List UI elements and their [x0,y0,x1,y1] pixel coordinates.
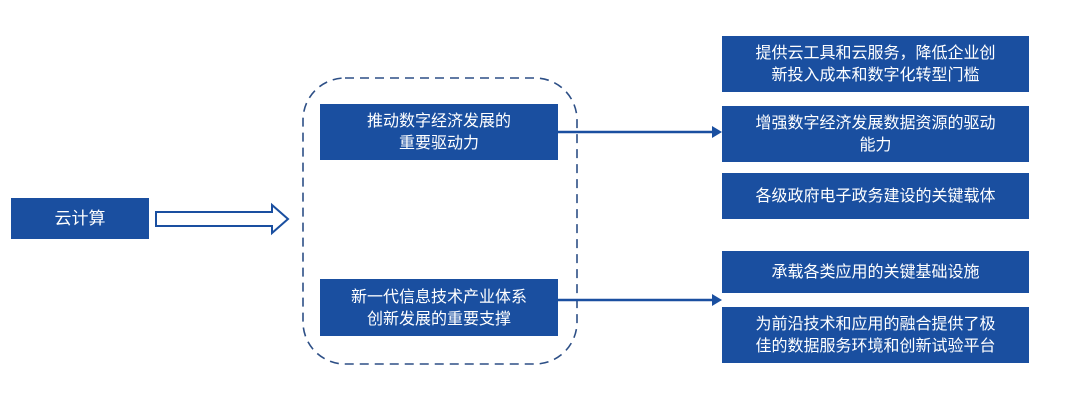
middle-box-1-line1: 推动数字经济发展的 [366,111,511,130]
right-box-5-line2: 佳的数据服务环境和创新试验平台 [755,336,996,355]
top-connector-arrowhead-icon [712,126,722,138]
right-box-3-line1: 各级政府电子政务建设的关键载体 [755,186,996,205]
middle-box-1-line2: 重要驱动力 [398,133,479,152]
right-box-5: 为前沿技术和应用的融合提供了极 佳的数据服务环境和创新试验平台 [722,307,1029,363]
right-box-1: 提供云工具和云服务，降低企业创 新投入成本和数字化转型门槛 [722,36,1029,92]
right-box-2: 增强数字经济发展数据资源的驱动 能力 [722,106,1029,162]
source-label: 云计算 [54,208,106,229]
middle-box-2-line1: 新一代信息技术产业体系 [350,286,527,306]
middle-box-2: 新一代信息技术产业体系 创新发展的重要支撑 [320,279,558,336]
right-box-2-line1: 增强数字经济发展数据资源的驱动 [755,113,996,132]
bottom-connector-arrowhead-icon [712,294,722,306]
right-box-2-line2: 能力 [859,135,892,154]
right-box-4-line1: 承载各类应用的关键基础设施 [771,262,980,281]
dashed-group-border [302,77,578,365]
middle-box-2-line2: 创新发展的重要支撑 [366,308,511,328]
middle-box-1: 推动数字经济发展的 重要驱动力 [320,104,558,160]
source-box-cloud-computing: 云计算 [11,198,149,239]
hollow-arrow-icon [155,202,290,236]
right-box-5-line1: 为前沿技术和应用的融合提供了极 [755,314,996,333]
right-box-4: 承载各类应用的关键基础设施 [722,251,1029,293]
right-box-1-line2: 新投入成本和数字化转型门槛 [771,65,980,84]
right-box-1-line1: 提供云工具和云服务，降低企业创 [755,43,996,62]
right-box-3: 各级政府电子政务建设的关键载体 [722,173,1029,219]
